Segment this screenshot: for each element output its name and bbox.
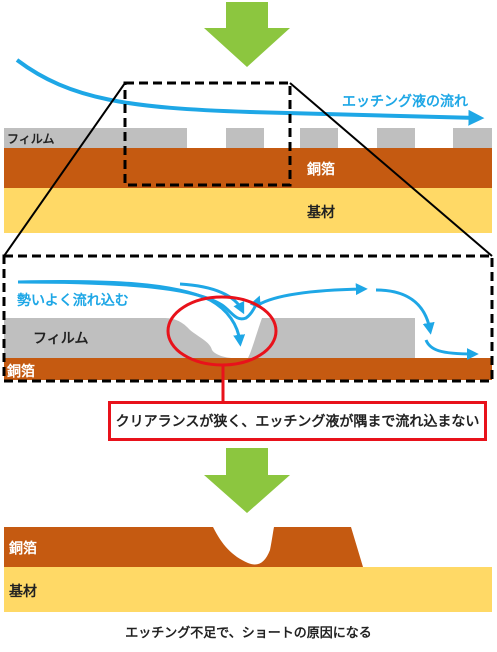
etchant-flow-label: エッチング液の流れ [342, 94, 468, 110]
zoom-flow-arrows [17, 279, 479, 360]
zoom-film-right [248, 318, 415, 358]
film-strips-top [4, 128, 492, 148]
callout-text: クリアランスが狭く、エッチング液が隅まで流れ込まない [115, 414, 480, 430]
down-arrow-bottom [204, 448, 290, 513]
film-label-top: フィルム [7, 132, 55, 146]
copper-layer-top [4, 148, 492, 188]
problem-highlight-ellipse [166, 295, 278, 367]
substrate-layer-top [4, 188, 492, 233]
substrate-label-bottom: 基材 [9, 584, 37, 600]
bottom-caption: エッチング不足で、ショートの原因になる [125, 626, 372, 641]
callout-box: クリアランスが狭く、エッチング液が隅まで流れ込まない [108, 401, 487, 441]
zoom-panel-frame [2, 254, 494, 383]
strong-flow-label: 勢いよく流れ込む [17, 293, 129, 309]
substrate-label-top: 基材 [307, 205, 335, 221]
copper-layer-bottom [4, 527, 363, 567]
copper-label-top: 銅箔 [307, 162, 335, 178]
down-arrow-top [204, 2, 290, 67]
zoom-line-right [289, 82, 493, 257]
zoom-copper-layer [4, 358, 492, 380]
substrate-layer-bottom [4, 567, 492, 612]
film-label-zoom: フィルム [33, 331, 89, 347]
etchant-flow-arrow [15, 58, 485, 126]
zoom-line-left [3, 82, 126, 257]
copper-label-zoom: 銅箔 [7, 364, 35, 380]
zoom-region-box [123, 81, 292, 187]
copper-label-bottom: 銅箔 [9, 541, 37, 557]
